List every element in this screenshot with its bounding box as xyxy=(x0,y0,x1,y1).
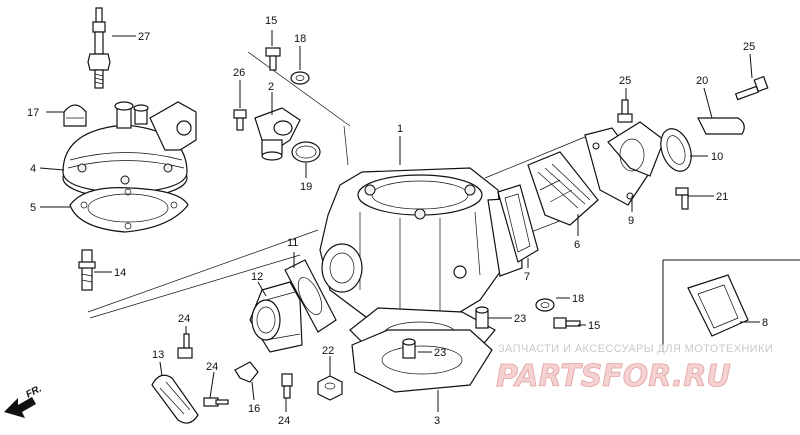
nut-22 xyxy=(317,375,343,401)
intake-band xyxy=(660,128,692,172)
callout-8: 8 xyxy=(762,317,768,329)
intake-manifold xyxy=(584,121,665,206)
callout-24-mid: 24 xyxy=(206,361,218,373)
exhaust-rubber xyxy=(151,374,199,424)
washer-18-top xyxy=(290,71,310,85)
front-label: FR. xyxy=(24,383,43,400)
callout-11: 11 xyxy=(287,237,298,249)
callout-18-right: 18 xyxy=(572,293,584,305)
front-direction-marker: FR. xyxy=(4,383,44,418)
callout-13: 13 xyxy=(152,349,164,361)
cylinder-head xyxy=(62,101,197,199)
washer-18-right xyxy=(535,298,555,312)
callout-12: 12 xyxy=(251,271,263,283)
bracket-16 xyxy=(234,361,259,383)
bolt-24-lower xyxy=(281,373,293,399)
callout-14: 14 xyxy=(114,267,126,279)
callout-7: 7 xyxy=(524,271,530,283)
dowel-pin-23-upper xyxy=(475,306,489,329)
callout-25-left: 25 xyxy=(619,75,631,87)
arrow-icon xyxy=(4,397,36,418)
callout-1: 1 xyxy=(397,123,403,135)
callout-10: 10 xyxy=(711,151,723,163)
exhaust-gasket xyxy=(284,259,337,333)
callout-18-top: 18 xyxy=(294,33,306,45)
callout-22: 22 xyxy=(322,345,334,357)
callout-23-upper: 23 xyxy=(514,313,526,325)
bolt-24-left xyxy=(177,333,193,359)
exhaust-joint xyxy=(249,281,303,353)
callout-17: 17 xyxy=(27,107,39,119)
o-ring xyxy=(291,141,321,163)
callout-15-top: 15 xyxy=(265,15,277,27)
dowel-pin-23-lower xyxy=(402,338,416,359)
watermark: ЗАПЧАСТИ И АКСЕССУАРЫ ДЛЯ МОТОТЕХНИКИ PA… xyxy=(496,343,773,394)
bolt-15-top xyxy=(265,47,281,71)
gasket-8 xyxy=(687,274,749,337)
callout-4: 4 xyxy=(30,163,36,175)
water-joint xyxy=(254,107,301,161)
hose-clamp xyxy=(697,117,745,135)
callout-19: 19 xyxy=(300,181,312,193)
bolt-25-left xyxy=(617,99,633,123)
callout-21: 21 xyxy=(716,191,728,203)
leader-lines xyxy=(39,30,760,412)
callout-2: 2 xyxy=(268,81,274,93)
reed-gasket xyxy=(497,184,539,263)
callout-25-right: 25 xyxy=(743,41,755,53)
watermark-logo: PARTSFOR.RU xyxy=(496,359,731,394)
watermark-tagline: ЗАПЧАСТИ И АКСЕССУАРЫ ДЛЯ МОТОТЕХНИКИ xyxy=(498,343,773,355)
bolt-15-right xyxy=(553,317,581,329)
stud-bolt xyxy=(78,249,96,291)
callout-15-right: 15 xyxy=(588,320,600,332)
reed-valve xyxy=(527,151,599,226)
callout-5: 5 xyxy=(30,202,36,214)
bolt-26 xyxy=(233,109,247,131)
bolt-25-right xyxy=(734,75,769,101)
gasket-inset-box xyxy=(662,259,800,352)
callout-6: 6 xyxy=(574,239,580,251)
callout-3: 3 xyxy=(434,415,440,427)
spark-plug xyxy=(87,7,111,89)
callout-24-left: 24 xyxy=(178,313,190,325)
callout-20: 20 xyxy=(696,75,708,87)
callout-24-lower: 24 xyxy=(278,415,290,427)
callout-9: 9 xyxy=(628,215,634,227)
callout-27: 27 xyxy=(138,31,150,43)
cap-part-17 xyxy=(63,104,87,127)
screw-21 xyxy=(675,187,689,210)
callout-labels: 27 17 4 5 14 15 18 26 2 19 1 6 7 9 10 21… xyxy=(27,15,768,427)
head-gasket xyxy=(69,187,189,233)
base-gasket xyxy=(351,329,493,393)
callout-26: 26 xyxy=(233,67,245,79)
bolt-24-mid xyxy=(203,397,229,407)
callout-23-lower: 23 xyxy=(434,347,446,359)
callout-16: 16 xyxy=(248,403,260,415)
